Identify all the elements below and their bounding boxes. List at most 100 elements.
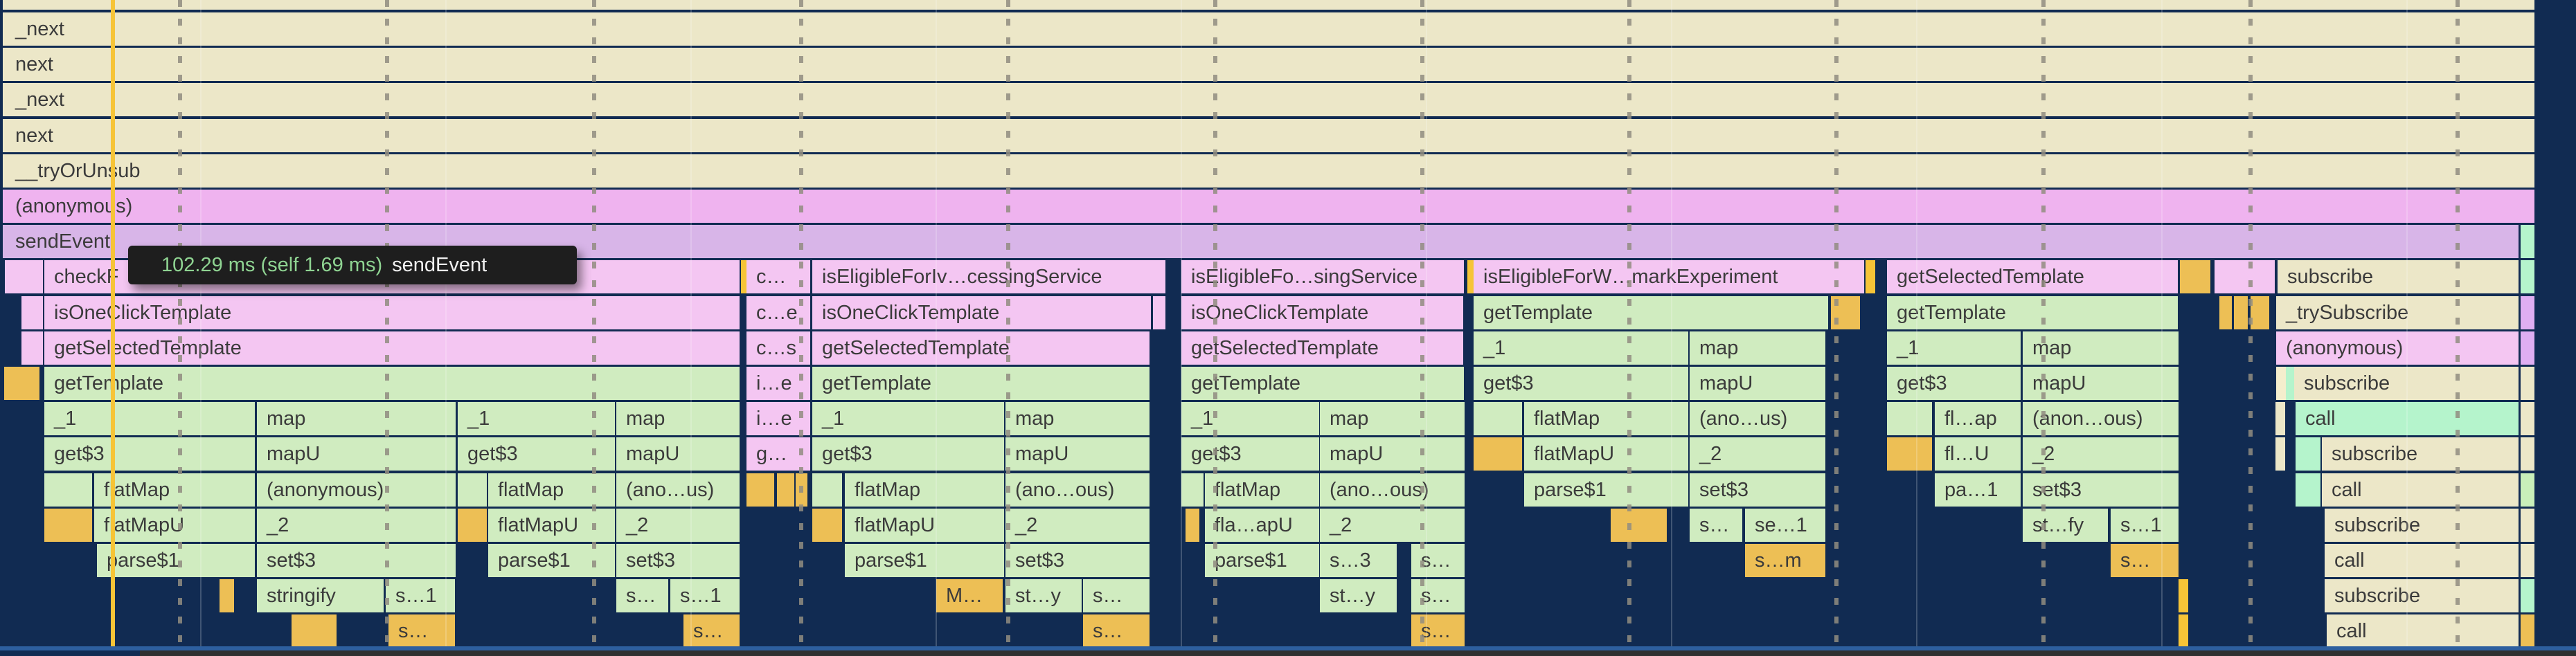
frame-bar[interactable]: subscribe bbox=[2325, 579, 2519, 613]
frame-bar[interactable]: parse$1 bbox=[1205, 544, 1319, 577]
frame-bar[interactable]: _1 bbox=[44, 402, 255, 436]
frame-bar[interactable]: s…m bbox=[1745, 544, 1825, 577]
frame-bar[interactable]: subscribe bbox=[2325, 508, 2519, 542]
frame-bar[interactable] bbox=[2234, 295, 2248, 329]
frame-bar[interactable]: flatMapU bbox=[488, 508, 615, 542]
frame-bar[interactable]: (ano…us) bbox=[616, 473, 740, 507]
frame-bar[interactable] bbox=[782, 473, 794, 507]
frame-bar[interactable]: set$3 bbox=[1690, 473, 1825, 507]
frame-bar[interactable] bbox=[2180, 260, 2210, 294]
frame-bar[interactable]: parse$1 bbox=[1524, 473, 1688, 507]
frame-bar[interactable]: s…3 bbox=[1320, 544, 1397, 577]
frame-bar[interactable] bbox=[1153, 295, 1165, 329]
frame-bar[interactable] bbox=[21, 331, 43, 365]
frame-bar[interactable]: flatMap bbox=[488, 473, 615, 507]
frame-bar[interactable]: _2 bbox=[257, 508, 456, 542]
frame-bar[interactable]: se…1 bbox=[1745, 508, 1825, 542]
frame-bar[interactable] bbox=[2521, 331, 2534, 365]
frame-bar[interactable] bbox=[1611, 508, 1667, 542]
frame-bar[interactable]: _2 bbox=[1320, 508, 1465, 542]
frame-bar[interactable]: flatMap bbox=[94, 473, 255, 507]
frame-bar[interactable]: s…1 bbox=[670, 579, 740, 613]
frame-bar[interactable]: M… bbox=[936, 579, 1003, 613]
frame-bar[interactable]: getSelectedTemplate bbox=[812, 331, 1150, 365]
frame-bar[interactable] bbox=[292, 614, 337, 648]
frame-bar[interactable]: s…1 bbox=[386, 579, 455, 613]
frame-bar[interactable] bbox=[2221, 260, 2275, 294]
frame-bar[interactable] bbox=[2521, 614, 2534, 648]
frame-bar[interactable] bbox=[2296, 437, 2320, 471]
frame-bar[interactable] bbox=[2286, 367, 2296, 400]
frame-bar[interactable]: i…e bbox=[746, 367, 810, 400]
frame-bar[interactable] bbox=[4, 367, 39, 400]
frame-bar[interactable]: getTemplate bbox=[1181, 367, 1464, 400]
frame-bar[interactable] bbox=[2275, 402, 2285, 436]
frame-bar[interactable]: (ano…us) bbox=[1690, 402, 1825, 436]
frame-bar[interactable]: map bbox=[257, 402, 456, 436]
frame-bar[interactable]: flatMap bbox=[845, 473, 1004, 507]
frame-bar[interactable]: next bbox=[3, 48, 2534, 82]
frame-bar[interactable]: i…e bbox=[746, 402, 810, 436]
frame-bar[interactable]: _2 bbox=[2023, 437, 2179, 471]
frame-bar[interactable] bbox=[220, 579, 234, 613]
frame-bar[interactable]: mapU bbox=[2023, 367, 2179, 400]
frame-bar[interactable] bbox=[746, 473, 774, 507]
frame-bar[interactable]: s… bbox=[2111, 544, 2179, 577]
frame-bar[interactable]: call bbox=[2322, 473, 2519, 507]
frame-bar[interactable] bbox=[2521, 544, 2534, 577]
frame-bar[interactable] bbox=[2521, 295, 2534, 329]
frame-bar[interactable]: (anonymous) bbox=[2276, 331, 2519, 365]
frame-bar[interactable]: _1 bbox=[1181, 402, 1319, 436]
frame-bar[interactable]: (anonymous) bbox=[257, 473, 456, 507]
frame-bar[interactable]: (ano…ous) bbox=[1005, 473, 1150, 507]
frame-bar[interactable]: isEligibleFo…singService bbox=[1181, 260, 1464, 294]
frame-bar[interactable] bbox=[2219, 295, 2232, 329]
frame-bar[interactable]: mapU bbox=[1690, 367, 1825, 400]
frame-bar[interactable]: map bbox=[1005, 402, 1150, 436]
frame-bar[interactable] bbox=[1186, 508, 1199, 542]
frame-bar[interactable]: mapU bbox=[1320, 437, 1465, 471]
frame-bar[interactable] bbox=[1474, 402, 1522, 436]
frame-bar[interactable]: set$3 bbox=[257, 544, 456, 577]
frame-bar[interactable]: get$3 bbox=[458, 437, 615, 471]
frame-bar[interactable] bbox=[458, 508, 487, 542]
frame-bar[interactable]: stringify bbox=[257, 579, 384, 613]
frame-bar[interactable]: pa…1 bbox=[1935, 473, 2021, 507]
frame-bar[interactable]: isOneClickTemplate bbox=[44, 295, 740, 329]
frame-bar[interactable] bbox=[2260, 295, 2269, 329]
frame-bar[interactable]: c… bbox=[746, 260, 810, 294]
frame-bar[interactable]: get$3 bbox=[812, 437, 1004, 471]
frame-bar[interactable]: parse$1 bbox=[845, 544, 1004, 577]
frame-bar[interactable]: get$3 bbox=[1474, 367, 1688, 400]
frame-bar[interactable]: s… bbox=[1690, 508, 1742, 542]
frame-bar[interactable] bbox=[2251, 295, 2260, 329]
frame-bar[interactable]: subscribe bbox=[2278, 260, 2519, 294]
frame-bar[interactable]: s… bbox=[1411, 579, 1465, 613]
frame-bar[interactable]: s… bbox=[1083, 614, 1150, 648]
frame-bar[interactable]: get$3 bbox=[44, 437, 255, 471]
frame-bar[interactable] bbox=[796, 473, 807, 507]
frame-bar[interactable]: mapU bbox=[1005, 437, 1150, 471]
frame-bar[interactable] bbox=[2521, 402, 2534, 436]
frame-bar[interactable]: isEligibleForIv…cessingService bbox=[812, 260, 1165, 294]
frame-bar[interactable]: subscribe bbox=[2294, 367, 2519, 400]
frame-bar[interactable] bbox=[1831, 295, 1860, 329]
frame-bar[interactable] bbox=[1887, 437, 1932, 471]
frame-bar[interactable] bbox=[2276, 367, 2286, 400]
frame-bar[interactable]: _1 bbox=[1474, 331, 1688, 365]
frame-bar[interactable]: s… bbox=[388, 614, 455, 648]
frame-bar[interactable]: _trySubscribe bbox=[2276, 295, 2519, 329]
frame-bar[interactable] bbox=[44, 508, 92, 542]
frame-bar[interactable]: getTemplate bbox=[44, 367, 740, 400]
frame-bar[interactable]: call bbox=[2296, 402, 2519, 436]
frame-bar[interactable]: map bbox=[1320, 402, 1465, 436]
frame-bar[interactable]: isOneClickTemplate bbox=[1181, 295, 1463, 329]
frame-bar[interactable]: set$3 bbox=[1005, 544, 1150, 577]
frame-bar[interactable]: (anon…ous) bbox=[2023, 402, 2179, 436]
frame-bar[interactable]: _1 bbox=[1887, 331, 2021, 365]
frame-bar[interactable] bbox=[1474, 437, 1522, 471]
frame-bar[interactable] bbox=[1866, 260, 1875, 294]
frame-bar[interactable] bbox=[458, 473, 487, 507]
frame-bar[interactable] bbox=[2521, 579, 2534, 613]
frame-bar[interactable]: get$3 bbox=[1181, 437, 1319, 471]
